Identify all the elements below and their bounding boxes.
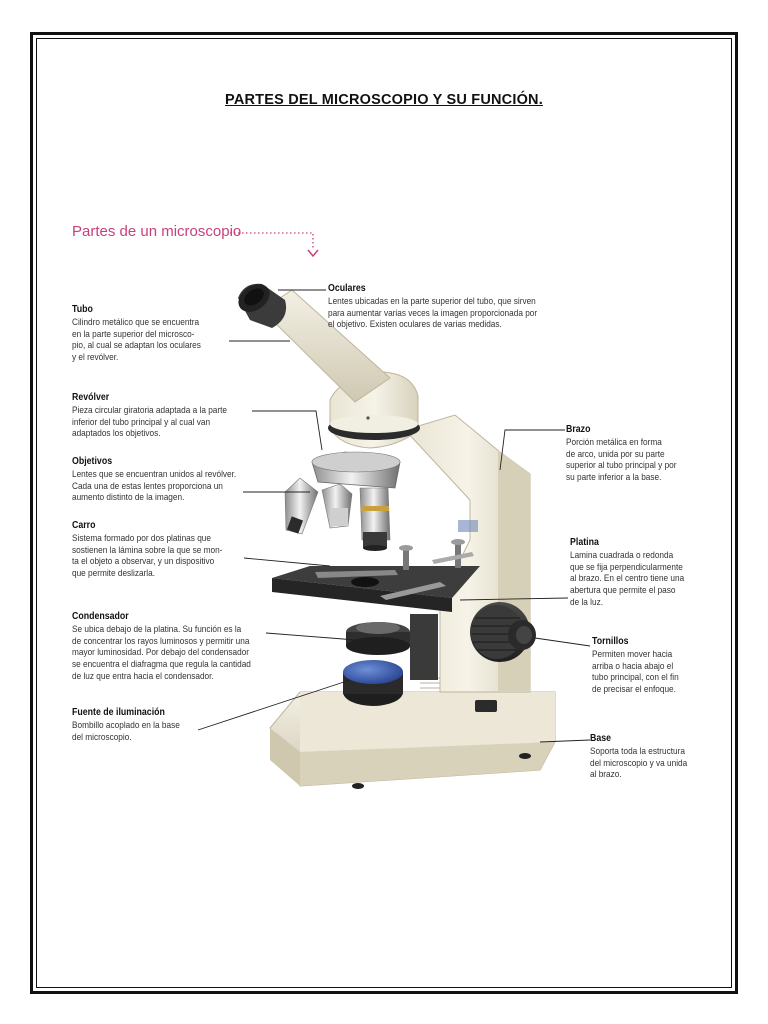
label-tornillos: Tornillos Permiten mover hacia arriba o …: [592, 636, 679, 695]
label-brazo-text: Porción metálica en forma de arco, unida…: [566, 435, 677, 483]
leader-brazo: [499, 429, 565, 471]
condenser: [346, 614, 438, 680]
eyepiece: [238, 283, 287, 328]
document-title: PARTES DEL MICROSCOPIO Y SU FUNCIÓN.: [225, 92, 543, 108]
leader-carro: [243, 557, 331, 567]
label-carro-text: Sistema formado por dos platinas que sos…: [72, 531, 223, 579]
label-brazo: Brazo Porción metálica en forma de arco,…: [566, 424, 677, 483]
label-oculares-text: Lentes ubicadas en la parte superior del…: [328, 294, 538, 330]
leader-tornillos: [534, 637, 591, 647]
label-platina-title: Platina: [570, 537, 599, 548]
label-condensador: Condensador Se ubica debajo de la platin…: [72, 611, 251, 682]
label-fuente-text: Bombillo acoplado en la base del microsc…: [72, 718, 180, 742]
label-oculares-title: Oculares: [328, 283, 366, 294]
label-revolver-text: Pieza circular giratoria adaptada a la p…: [72, 403, 228, 439]
subtitle-pointer-arrow: [230, 232, 319, 258]
label-base-text: Soporta toda la estructura del microscop…: [590, 744, 688, 780]
leader-base: [539, 739, 591, 743]
label-tornillos-title: Tornillos: [592, 636, 629, 647]
label-revolver-title: Revólver: [72, 392, 110, 403]
label-tornillos-text: Permiten mover hacia arriba o hacia abaj…: [592, 647, 679, 695]
leader-platina: [459, 597, 569, 601]
page-border-inner: [36, 38, 732, 988]
label-revolver: Revólver Pieza circular giratoria adapta…: [72, 392, 227, 439]
label-fuente: Fuente de iluminación Bombillo acoplado …: [72, 707, 180, 742]
label-condensador-title: Condensador: [72, 611, 129, 622]
label-base-title: Base: [590, 733, 612, 744]
label-brazo-title: Brazo: [566, 424, 591, 435]
diagram-subtitle: Partes de un microscopio: [72, 223, 242, 240]
label-carro: Carro Sistema formado por dos platinas q…: [72, 520, 222, 579]
leader-revolver: [252, 410, 323, 451]
label-tubo: Tubo Cilindro metálico que se encuentra …: [72, 304, 201, 363]
label-tubo-title: Tubo: [72, 304, 93, 315]
label-platina-text: Lamina cuadrada o redonda que se fija pe…: [570, 548, 685, 607]
revolving-nosepiece: [311, 451, 401, 489]
light-source: [343, 660, 403, 706]
leader-lines: [197, 289, 591, 743]
label-objetivos-title: Objetivos: [72, 456, 113, 467]
label-base: Base Soporta toda la estructura del micr…: [590, 733, 687, 780]
microscope-base: [269, 677, 556, 789]
label-fuente-title: Fuente de iluminación: [72, 707, 165, 718]
label-oculares: Oculares Lentes ubicadas en la parte sup…: [328, 283, 537, 330]
microscope-stage: [272, 539, 480, 612]
leader-fuente: [197, 679, 351, 731]
microscope-tube: [261, 289, 391, 403]
leader-condensador: [265, 632, 357, 641]
label-tubo-text: Cilindro metálico que se encuentra en la…: [72, 315, 201, 363]
label-carro-title: Carro: [72, 520, 96, 531]
label-objetivos: Objetivos Lentes que se encuentran unido…: [72, 456, 236, 503]
label-platina: Platina Lamina cuadrada o redonda que se…: [570, 537, 684, 608]
objective-lenses: [284, 477, 391, 551]
label-condensador-text: Se ubica debajo de la platina. Su funció…: [72, 622, 251, 681]
focus-knobs: [470, 602, 536, 662]
label-objetivos-text: Lentes que se encuentran unidos al revól…: [72, 467, 237, 503]
page-border-outer: [30, 32, 738, 994]
